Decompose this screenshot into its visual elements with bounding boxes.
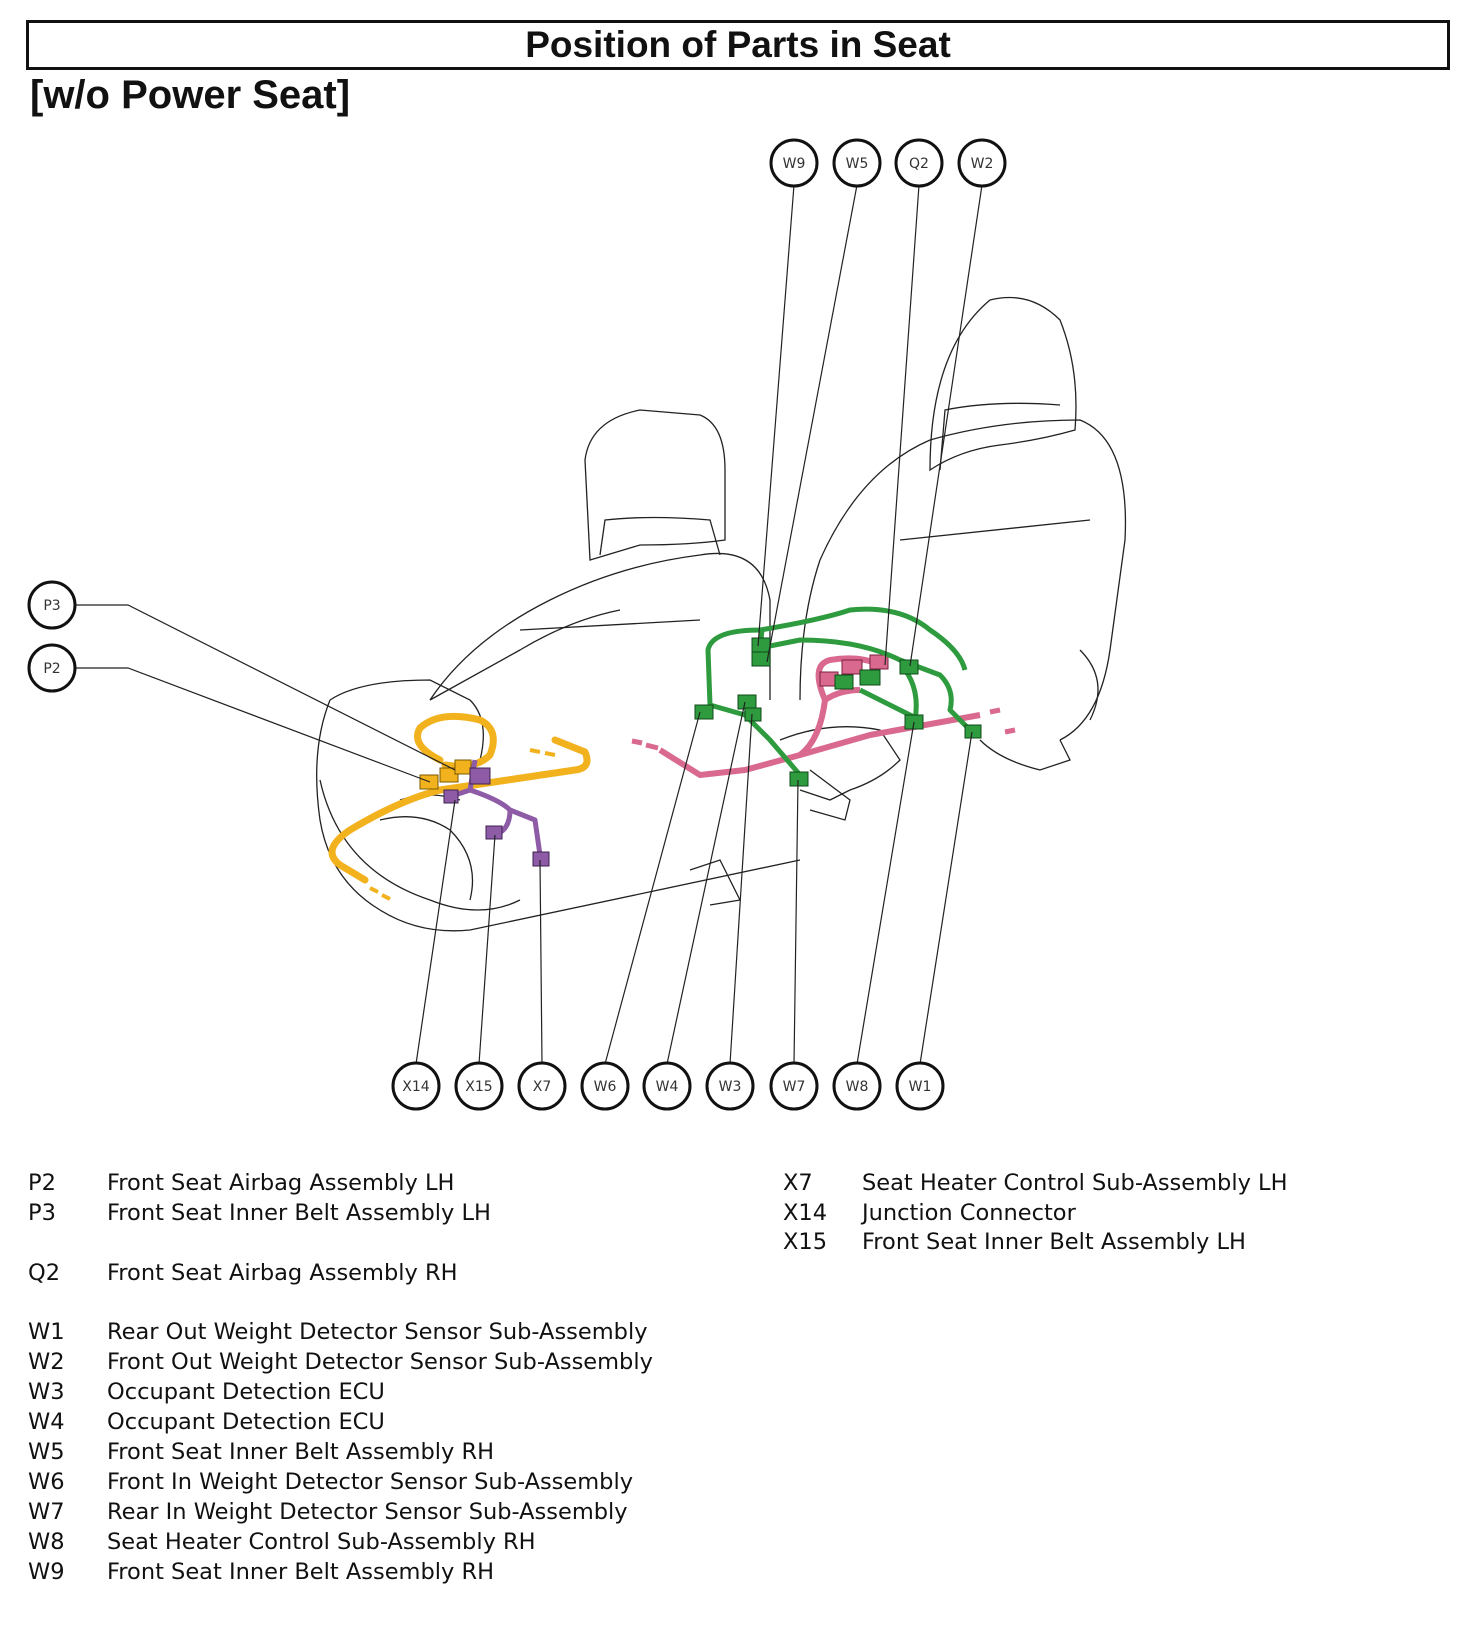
callout-label: W8 xyxy=(846,1079,869,1095)
callout-w9: W9 xyxy=(769,138,819,188)
legend-code: W1 xyxy=(28,1319,65,1345)
callout-w8: W8 xyxy=(832,1061,882,1111)
legend-code: W6 xyxy=(28,1469,65,1495)
seat-outline-left xyxy=(316,409,801,932)
leader-w5 xyxy=(766,184,858,663)
leader-w3 xyxy=(729,713,753,1065)
callout-x15: X15 xyxy=(454,1061,504,1111)
leader-w4 xyxy=(666,701,746,1065)
legend-desc: Front Seat Airbag Assembly RH xyxy=(107,1260,458,1286)
leader-w9 xyxy=(757,184,795,647)
callout-q2: Q2 xyxy=(894,138,944,188)
seat-outline-right xyxy=(779,296,1127,821)
callout-label: W1 xyxy=(909,1079,932,1095)
callout-w3: W3 xyxy=(705,1061,755,1111)
legend-desc: Rear Out Weight Detector Sensor Sub-Asse… xyxy=(107,1319,648,1345)
callout-w1: W1 xyxy=(895,1061,945,1111)
legend-desc: Occupant Detection ECU xyxy=(107,1379,385,1405)
leader-w6 xyxy=(604,711,701,1065)
legend-code: X15 xyxy=(783,1229,828,1255)
callout-w7: W7 xyxy=(769,1061,819,1111)
legend-code: W5 xyxy=(28,1439,65,1465)
leader-w2 xyxy=(909,184,983,667)
legend-code: W7 xyxy=(28,1499,65,1525)
legend-desc: Front Seat Inner Belt Assembly LH xyxy=(862,1229,1246,1255)
purple-connectors xyxy=(443,767,550,867)
legend-right: X7 Seat Heater Control Sub-Assembly LH X1… xyxy=(783,1170,1403,1270)
callout-label: W5 xyxy=(846,156,869,172)
legend-desc: Front Seat Airbag Assembly LH xyxy=(107,1170,455,1196)
callout-w5: W5 xyxy=(832,138,882,188)
pink-dashes xyxy=(631,707,1016,751)
page-title: Position of Parts in Seat xyxy=(525,24,951,65)
orange-dashes xyxy=(369,748,556,901)
callout-p2: P2 xyxy=(27,643,77,693)
callout-label: P2 xyxy=(43,661,60,677)
callout-label: Q2 xyxy=(909,156,929,172)
pink-harness xyxy=(658,655,981,778)
leader-lines xyxy=(75,184,983,1065)
leader-w8 xyxy=(856,721,915,1065)
legend-desc: Front Seat Inner Belt Assembly RH xyxy=(107,1439,495,1465)
callout-label: X15 xyxy=(465,1079,492,1095)
leader-w1 xyxy=(919,731,973,1065)
title-box: Position of Parts in Seat xyxy=(26,20,1450,70)
page-subtitle: [w/o Power Seat] xyxy=(30,73,351,117)
legend-code: X14 xyxy=(783,1200,828,1226)
callout-w2: W2 xyxy=(957,138,1007,188)
leader-q2 xyxy=(884,184,920,666)
callout-label: W7 xyxy=(783,1079,806,1095)
callout-label: W3 xyxy=(719,1079,742,1095)
legend-code: W4 xyxy=(28,1409,65,1435)
callout-w6: W6 xyxy=(580,1061,630,1111)
legend-desc: Seat Heater Control Sub-Assembly LH xyxy=(862,1170,1288,1196)
legend-code: X7 xyxy=(783,1170,813,1196)
legend-code: P3 xyxy=(28,1200,56,1226)
legend-desc: Seat Heater Control Sub-Assembly RH xyxy=(107,1529,536,1555)
legend-code: W2 xyxy=(28,1349,65,1375)
orange-harness xyxy=(328,712,591,884)
legend-code: W3 xyxy=(28,1379,65,1405)
callout-x14: X14 xyxy=(391,1061,441,1111)
legend-code: W9 xyxy=(28,1559,65,1585)
leader-p2 xyxy=(75,667,431,783)
legend-desc: Occupant Detection ECU xyxy=(107,1409,385,1435)
leader-w7 xyxy=(793,779,799,1065)
legend-desc: Front Seat Inner Belt Assembly RH xyxy=(107,1559,495,1585)
callout-label: W9 xyxy=(783,156,806,172)
callout-p3: P3 xyxy=(27,580,77,630)
pink-connectors xyxy=(819,654,889,687)
callout-label: X14 xyxy=(402,1079,429,1095)
legend-code: W8 xyxy=(28,1529,65,1555)
callout-label: X7 xyxy=(533,1079,552,1095)
legend-desc: Front Out Weight Detector Sensor Sub-Ass… xyxy=(107,1349,653,1375)
callout-label: P3 xyxy=(43,598,60,614)
callout-label: W2 xyxy=(971,156,994,172)
leader-x14 xyxy=(415,799,456,1065)
callout-label: W6 xyxy=(594,1079,617,1095)
leader-x7 xyxy=(539,859,543,1065)
callout-label: W4 xyxy=(656,1079,679,1095)
callout-w4: W4 xyxy=(642,1061,692,1111)
legend-desc: Front In Weight Detector Sensor Sub-Asse… xyxy=(107,1469,634,1495)
legend-code: P2 xyxy=(28,1170,56,1196)
legend-desc: Front Seat Inner Belt Assembly LH xyxy=(107,1200,491,1226)
legend-desc: Junction Connector xyxy=(862,1200,1076,1226)
callout-x7: X7 xyxy=(517,1061,567,1111)
leader-x15 xyxy=(478,834,496,1065)
legend-code: Q2 xyxy=(28,1260,61,1286)
leader-p3 xyxy=(75,604,456,771)
legend-desc: Rear In Weight Detector Sensor Sub-Assem… xyxy=(107,1499,628,1525)
